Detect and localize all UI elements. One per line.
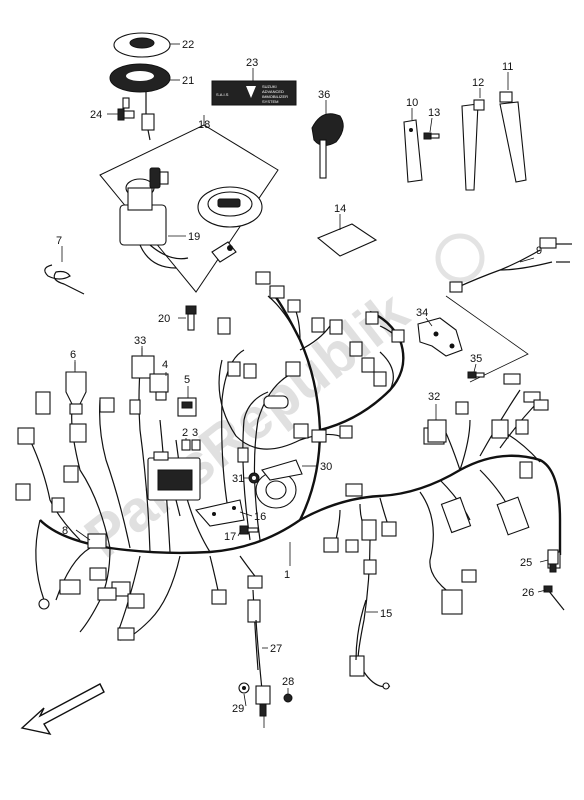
part-31-nut (248, 472, 260, 484)
decal-text-left: S.A.I.S (216, 92, 229, 97)
decal-text-line2: ADVANCED (262, 89, 284, 94)
part-13-bolt (423, 117, 440, 140)
callout-17: 17 (224, 531, 236, 543)
fuse-box (147, 451, 201, 517)
callout-19: 19 (188, 231, 200, 243)
callout-1: 1 (284, 569, 290, 581)
part-9-sub-harness (449, 237, 572, 293)
part-28-washer (283, 693, 293, 703)
callout-15: 15 (380, 608, 392, 620)
callout-9: 9 (536, 245, 542, 257)
part-10-bracket (403, 108, 423, 183)
part-33-relay (131, 346, 155, 379)
callout-33: 33 (134, 335, 146, 347)
part-6-connector (65, 360, 87, 415)
callout-20: 20 (158, 313, 170, 325)
callout-27: 27 (270, 643, 282, 655)
callout-36: 36 (318, 89, 330, 101)
part-34-bracket (417, 295, 529, 383)
front-direction-arrow (20, 683, 105, 736)
part-29-bolt (238, 682, 250, 694)
callout-5: 5 (184, 374, 190, 386)
part-17-screw (239, 525, 259, 535)
callout-leaders (74, 257, 549, 707)
part-25-sensor (547, 549, 559, 573)
callout-29: 29 (232, 703, 244, 715)
harness-connectors (15, 271, 561, 677)
part-20-bolt (178, 305, 197, 331)
decal-text-line1: SUZUKI (262, 84, 277, 89)
decal-text-line3: IMMOBILIZER (262, 94, 288, 99)
decal-text-line4: SYSTEM (262, 99, 278, 104)
part-21-cover (109, 63, 180, 141)
callout-labels: 22 21 24 23 36 10 13 12 11 18 19 7 14 9 … (56, 39, 542, 715)
callout-13: 13 (428, 107, 440, 119)
callout-18: 18 (198, 119, 210, 131)
part-14-label-card (316, 214, 378, 257)
callout-10: 10 (406, 97, 418, 109)
part-12-strap (461, 88, 485, 191)
callout-24: 24 (90, 109, 102, 121)
callout-32: 32 (428, 391, 440, 403)
callout-35: 35 (470, 353, 482, 365)
callout-22: 22 (182, 39, 194, 51)
callout-31: 31 (232, 473, 244, 485)
callout-12: 12 (472, 77, 484, 89)
callout-2: 2 (182, 427, 188, 439)
part-30-horn (255, 459, 316, 509)
part-5-relay (177, 397, 197, 417)
callout-16: 16 (254, 511, 266, 523)
part-32-connector (427, 419, 447, 443)
callout-14: 14 (334, 203, 346, 215)
callout-25: 25 (520, 557, 532, 569)
part-36-key (311, 100, 344, 179)
part-23-decal: S.A.I.S SUZUKI ADVANCED IMMOBILIZER SYST… (211, 68, 297, 106)
callout-26: 26 (522, 587, 534, 599)
part-7-spring (44, 246, 85, 295)
part-27-switch-lead (255, 619, 271, 728)
part-26-bolt (543, 585, 565, 611)
part-15-sub-harness (355, 599, 391, 690)
callout-4: 4 (162, 359, 168, 371)
callout-6: 6 (70, 349, 76, 361)
part-16-bracket (194, 499, 245, 527)
callout-8: 8 (62, 525, 68, 537)
callout-28: 28 (282, 676, 294, 688)
callout-34: 34 (416, 307, 428, 319)
callout-7: 7 (56, 235, 62, 247)
callout-11: 11 (502, 61, 513, 73)
part-18-ignition-switch-group (99, 115, 279, 293)
part-22-cover (113, 32, 180, 58)
part-4-relay (149, 373, 169, 401)
callout-30: 30 (320, 461, 332, 473)
callout-21: 21 (182, 75, 194, 87)
part-35-screw (467, 371, 485, 379)
callout-23: 23 (246, 57, 258, 69)
callout-3: 3 (192, 427, 198, 439)
part-24-screw (107, 97, 135, 121)
part-11-strap (499, 72, 527, 183)
